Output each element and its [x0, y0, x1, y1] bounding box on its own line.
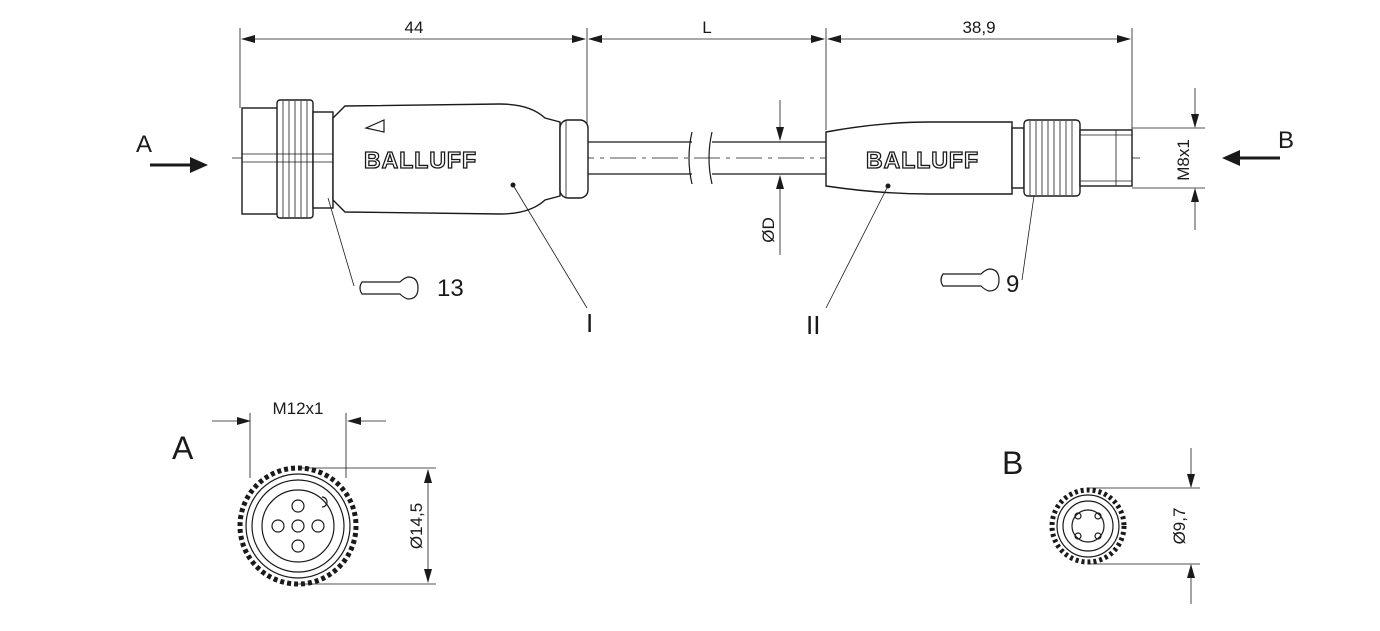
pin-b-3 — [1074, 532, 1082, 540]
part-label-i: I — [586, 308, 593, 338]
cable — [588, 131, 826, 185]
arrow-left-icon — [1222, 150, 1240, 166]
pin-3 — [291, 539, 305, 553]
dimension-l-label: L — [702, 18, 711, 37]
view-arrow-b: B — [1222, 127, 1294, 166]
dimension-38-9-label: 38,9 — [962, 18, 995, 37]
cable-break-right — [708, 131, 713, 185]
cable-diameter-label: ØD — [759, 217, 778, 243]
wrench-icon — [940, 268, 1000, 292]
pin-b-2 — [1094, 512, 1102, 520]
pin-2 — [311, 519, 325, 533]
coding-key-icon — [321, 496, 328, 508]
diameter-b-label: Ø9,7 — [1170, 508, 1189, 545]
pin-center — [291, 519, 305, 533]
front-view-b: B Ø9,7 — [1002, 445, 1200, 604]
pin-b-4 — [1094, 532, 1102, 540]
thread-b-dimension: M8x1 — [1132, 88, 1205, 230]
wrench-size-b: 9 — [1006, 271, 1019, 298]
front-view-a: A M12x1 Ø14,5 — [172, 399, 436, 587]
pin-1 — [291, 499, 305, 513]
pin-b-1 — [1074, 512, 1082, 520]
diameter-a-label: Ø14,5 — [407, 503, 426, 549]
view-arrow-a-label: A — [136, 131, 152, 158]
wrench-icon — [359, 276, 419, 300]
connector-b-thread — [1079, 129, 1133, 187]
wrench-size-a: 13 — [437, 275, 464, 302]
dimension-44-label: 44 — [405, 18, 424, 37]
top-dimensions: 44 L 38,9 — [239, 18, 1133, 130]
part-label-ii: II — [806, 310, 820, 340]
pin-4 — [271, 519, 285, 533]
front-view-b-title: B — [1002, 445, 1023, 481]
connector-b: BALLUFF — [825, 119, 1133, 197]
cable-break-left — [688, 131, 693, 185]
coding-triangle-icon — [364, 119, 385, 133]
front-view-a-title: A — [172, 430, 194, 466]
knurl-outer-ring — [237, 465, 359, 587]
arrow-right-icon — [190, 157, 208, 173]
connector-a: BALLUFF — [241, 99, 589, 219]
connector-a-front-sleeve — [241, 107, 279, 215]
connector-a-molded-body — [332, 103, 561, 215]
connector-a-strain-relief — [559, 119, 589, 199]
cable-diameter-dimension: ØD — [759, 100, 784, 255]
connector-b-collar — [1011, 127, 1025, 189]
callouts: 13 I II 9 — [327, 184, 1035, 340]
brand-label-b: BALLUFF — [866, 147, 979, 173]
view-arrow-a: A — [136, 131, 208, 173]
view-arrow-b-label: B — [1278, 127, 1294, 154]
thread-b-label: M8x1 — [1174, 139, 1193, 181]
thread-a-label: M12x1 — [272, 399, 323, 418]
brand-label-a: BALLUFF — [364, 147, 477, 173]
connector-b-molded-body — [825, 121, 1013, 195]
connector-a-hex — [312, 111, 334, 209]
